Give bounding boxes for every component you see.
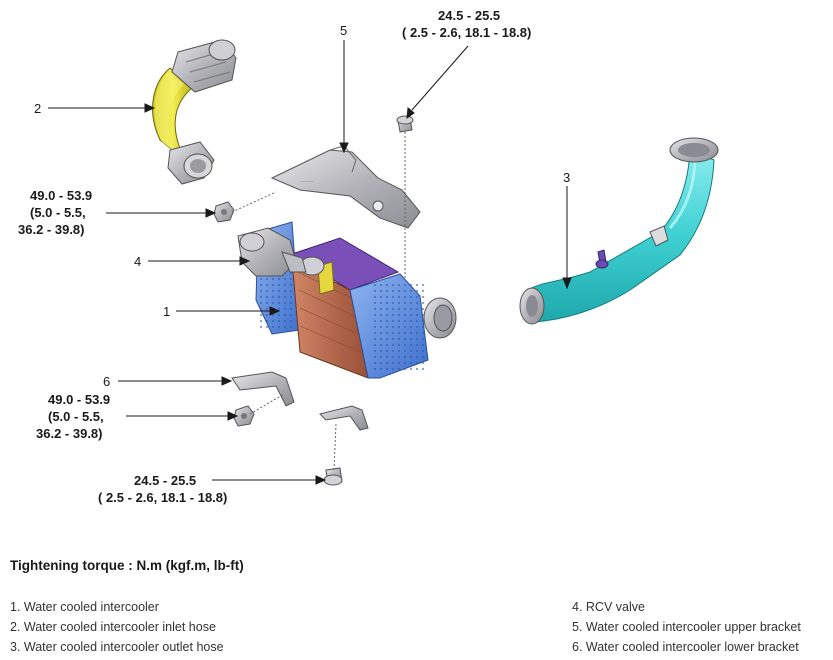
legend-item-2: 2. Water cooled intercooler inlet hose (10, 620, 216, 634)
intercooler (255, 221, 457, 379)
bolt-bottom (323, 467, 343, 486)
svg-text:·······: ······· (300, 179, 314, 185)
torque-lower-left-line2: (5.0 - 5.5, (48, 409, 104, 424)
callout-5: 5 (340, 23, 347, 38)
upper-bracket: ······· (270, 145, 421, 229)
exploded-diagram: ······· (18, 8, 719, 505)
callout-3: 3 (563, 170, 570, 185)
torque-caption: Tightening torque : N.m (kgf.m, lb-ft) (10, 558, 244, 573)
lower-bracket-right (319, 405, 369, 431)
assembly-lines (231, 132, 406, 471)
torque-bottom: 24.5 - 25.5 ( 2.5 - 2.6, 18.1 - 18.8) (98, 473, 227, 505)
leader-lines (48, 40, 572, 485)
nut-lower-left (233, 405, 255, 427)
callout-1: 1 (163, 304, 170, 319)
torque-top-right-line2: ( 2.5 - 2.6, 18.1 - 18.8) (402, 25, 531, 40)
legend-item-5: 5. Water cooled intercooler upper bracke… (572, 620, 801, 634)
torque-lower-left-line3: 36.2 - 39.8) (36, 426, 103, 441)
callout-6: 6 (103, 374, 110, 389)
callout-2: 2 (34, 101, 41, 116)
lower-bracket-left (231, 371, 295, 407)
outlet-hose (519, 137, 719, 325)
torque-bottom-line2: ( 2.5 - 2.6, 18.1 - 18.8) (98, 490, 227, 505)
callout-4: 4 (134, 254, 141, 269)
torque-lower-left-line1: 49.0 - 53.9 (48, 392, 110, 407)
bolt-top (396, 115, 414, 133)
torque-upper-left-line3: 36.2 - 39.8) (18, 222, 85, 237)
torque-top-right-line1: 24.5 - 25.5 (438, 8, 500, 23)
nut-upper-left (213, 201, 235, 223)
torque-upper-left-line1: 49.0 - 53.9 (30, 188, 92, 203)
legend-item-1: 1. Water cooled intercooler (10, 600, 159, 614)
legend-left: 1. Water cooled intercooler 2. Water coo… (10, 597, 224, 657)
torque-lower-left: 49.0 - 53.9 (5.0 - 5.5, 36.2 - 39.8) (36, 392, 110, 441)
legend-item-6: 6. Water cooled intercooler lower bracke… (572, 640, 799, 654)
torque-top-right: 24.5 - 25.5 ( 2.5 - 2.6, 18.1 - 18.8) (402, 8, 531, 40)
legend-item-4: 4. RCV valve (572, 600, 645, 614)
legend-item-3: 3. Water cooled intercooler outlet hose (10, 640, 224, 654)
legend-right: 4. RCV valve 5. Water cooled intercooler… (572, 597, 801, 657)
rcv-valve (237, 227, 325, 277)
torque-bottom-line1: 24.5 - 25.5 (134, 473, 196, 488)
torque-upper-left-line2: (5.0 - 5.5, (30, 205, 86, 220)
inlet-hose (152, 39, 237, 185)
torque-upper-left: 49.0 - 53.9 (5.0 - 5.5, 36.2 - 39.8) (18, 188, 92, 237)
